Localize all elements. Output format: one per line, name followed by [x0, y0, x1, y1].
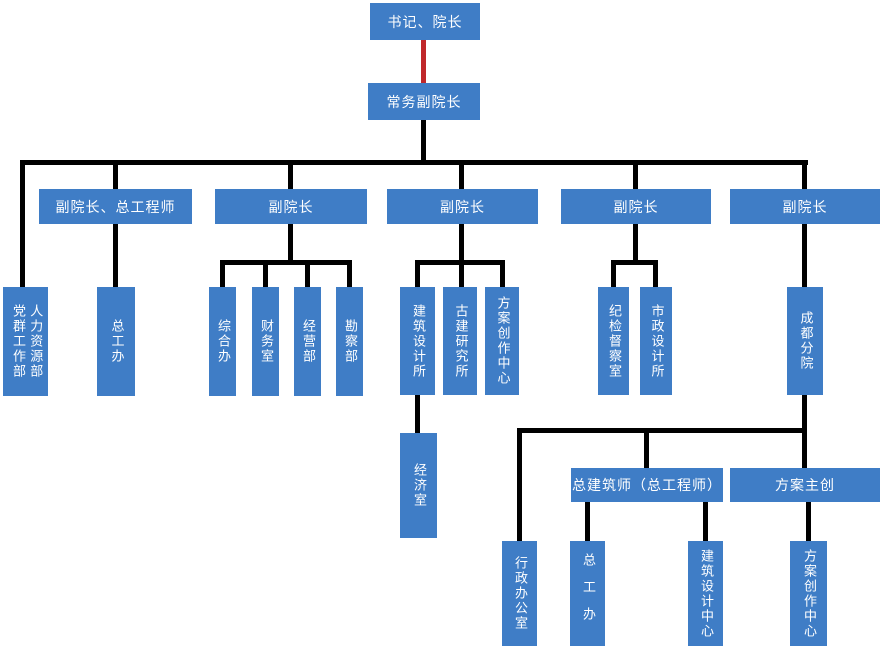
connector-vice1-stem [288, 224, 293, 260]
node-admin-office: 行政办公室 [502, 541, 537, 646]
connector-vice3-spread [611, 260, 658, 265]
connector-drop-left-group [20, 160, 25, 287]
connector-chengdu-down [802, 395, 807, 428]
connector-drop-vice2 [459, 160, 464, 189]
connector-drop-ancient-arch [459, 260, 464, 287]
connector-vice2-stem [459, 224, 464, 260]
connector-trunk [20, 160, 808, 165]
connector-drop-chief-architect [644, 428, 649, 468]
connector-drop-admin-office [517, 428, 522, 541]
connector-drop-vice1 [288, 160, 293, 189]
node-vice3: 副院长 [561, 189, 711, 224]
node-hr-label: 人力资源部 [27, 304, 43, 379]
node-arch-design-center: 建筑设计中心 [688, 541, 723, 646]
node-party-mass-hr: 党群工作部 人力资源部 [3, 287, 48, 396]
connector-drop-arch-design [415, 260, 420, 287]
connector-vice1-spread [220, 260, 352, 265]
node-vice-chief-eng: 副院长、总工程师 [39, 189, 192, 224]
connector-drop-vice4 [802, 160, 807, 189]
node-scheme-lead: 方案主创 [730, 468, 880, 502]
node-chief-architect: 总建筑师（总工程师） [571, 468, 723, 502]
node-finance: 财务室 [252, 287, 279, 396]
connector-drop-scheme-center2 [806, 502, 811, 541]
connector-chengdu-spread [517, 428, 807, 433]
connector-drop-vice3 [633, 160, 638, 189]
node-vice1: 副院长 [215, 189, 367, 224]
connector-drop-general-office [220, 260, 225, 287]
connector-drop-arch-design-center [703, 502, 708, 541]
node-survey: 勘察部 [336, 287, 363, 396]
node-general-office: 综合办 [209, 287, 236, 396]
node-discipline: 纪检督察室 [598, 287, 629, 395]
node-operations: 经营部 [294, 287, 321, 396]
node-exec-vice: 常务副院长 [368, 83, 480, 120]
node-chief-eng-office: 总工办 [97, 287, 135, 396]
connector-vice4-chengdu [802, 224, 807, 287]
connector-arch-design-economics [415, 395, 420, 433]
node-chengdu-branch: 成都分院 [787, 287, 823, 395]
node-root: 书记、院长 [370, 3, 480, 40]
connector-vice-chief-eng-down [113, 224, 118, 287]
node-vice4: 副院长 [730, 189, 880, 224]
node-scheme-center: 方案创作中心 [485, 287, 519, 395]
connector-drop-operations [305, 260, 310, 287]
connector-drop-chief-eng-office2 [585, 502, 590, 541]
node-arch-design: 建筑设计所 [400, 287, 435, 395]
node-economics: 经济室 [400, 433, 437, 538]
connector-vice3-stem [633, 224, 638, 260]
node-ancient-arch: 古建研究所 [443, 287, 477, 395]
connector-drop-discipline [611, 260, 616, 287]
connector-drop-survey [347, 260, 352, 287]
node-chief-eng-office2: 总工办 [570, 541, 605, 646]
node-municipal: 市政设计所 [640, 287, 672, 395]
connector-root-exec [421, 40, 426, 83]
node-party-mass-label: 党群工作部 [10, 304, 25, 379]
connector-drop-municipal [653, 260, 658, 287]
connector-drop-vice-chief-eng [113, 160, 118, 189]
node-vice2: 副院长 [387, 189, 538, 224]
connector-drop-finance [263, 260, 268, 287]
connector-drop-scheme-center [500, 260, 505, 287]
connector-drop-scheme-lead [802, 428, 807, 468]
node-scheme-center2: 方案创作中心 [790, 541, 827, 646]
connector-exec-trunk [421, 120, 426, 165]
